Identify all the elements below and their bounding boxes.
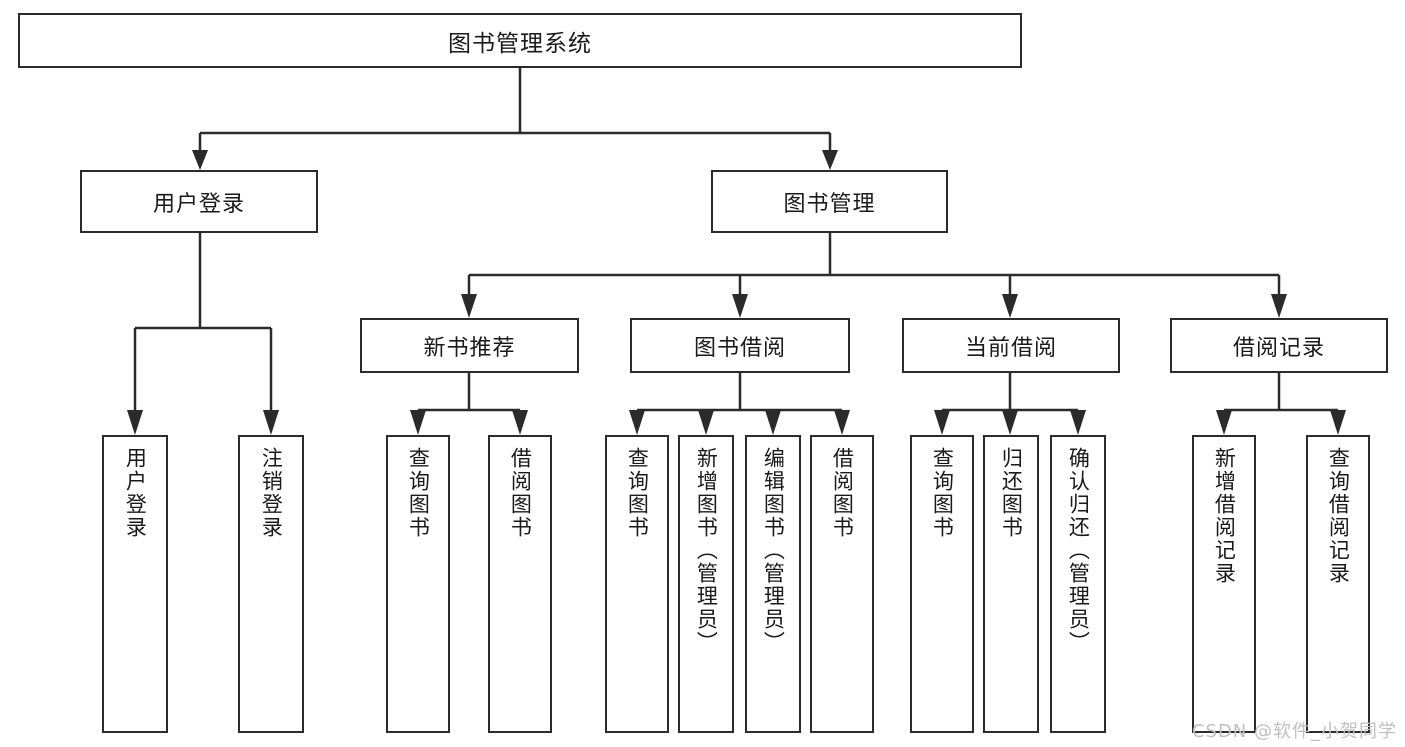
leaf-borrow-record-add[interactable]: 新增借阅记录 bbox=[1192, 435, 1256, 733]
arrow-current-borrow bbox=[1002, 294, 1018, 318]
leaf-user-login-logout[interactable]: 注销登录 bbox=[238, 435, 304, 733]
arrow-book-manage bbox=[822, 150, 838, 170]
leaf-user-login-login[interactable]: 用户登录 bbox=[102, 435, 168, 733]
leaf-label: 查询借阅记录 bbox=[1326, 447, 1351, 585]
leaf-label: 新增借阅记录 bbox=[1212, 447, 1237, 585]
arrow-current-borrow-leaf3 bbox=[1070, 410, 1086, 435]
leaf-current-borrow-return[interactable]: 归还图书 bbox=[983, 435, 1039, 733]
leaf-label: 查询图书 bbox=[406, 447, 431, 539]
arrow-book-borrow-leaf2 bbox=[698, 410, 714, 435]
leaf-new-book-query[interactable]: 查询图书 bbox=[386, 435, 450, 733]
node-book-manage-label: 图书管理 bbox=[783, 191, 876, 217]
node-book-manage[interactable]: 图书管理 bbox=[711, 170, 948, 233]
node-root[interactable]: 图书管理系统 bbox=[18, 13, 1022, 68]
node-new-book-recommend-label: 新书推荐 bbox=[423, 335, 516, 361]
leaf-label: 借阅图书 bbox=[830, 447, 855, 539]
arrow-user-login-leaf2 bbox=[263, 410, 279, 435]
node-book-borrow-label: 图书借阅 bbox=[693, 335, 786, 361]
leaf-book-borrow-add[interactable]: 新增图书（管理员） bbox=[678, 435, 734, 733]
arrow-borrow-record bbox=[1271, 294, 1287, 318]
arrow-borrow-record-leaf2 bbox=[1330, 410, 1346, 435]
arrow-new-book-leaf2 bbox=[512, 410, 528, 435]
node-user-login-label: 用户登录 bbox=[152, 191, 245, 217]
leaf-label: 借阅图书 bbox=[508, 447, 533, 539]
arrow-book-borrow bbox=[732, 294, 748, 318]
arrow-book-borrow-leaf4 bbox=[834, 410, 850, 435]
leaf-book-borrow-query[interactable]: 查询图书 bbox=[605, 435, 669, 733]
leaf-label: 查询图书 bbox=[930, 447, 955, 539]
node-book-borrow[interactable]: 图书借阅 bbox=[630, 318, 850, 373]
arrow-borrow-record-leaf1 bbox=[1216, 410, 1232, 435]
leaf-book-borrow-borrow[interactable]: 借阅图书 bbox=[810, 435, 874, 733]
arrow-new-book-leaf1 bbox=[410, 410, 426, 435]
leaf-label: 查询图书 bbox=[625, 447, 650, 539]
arrow-new-book bbox=[461, 294, 477, 318]
node-new-book-recommend[interactable]: 新书推荐 bbox=[360, 318, 579, 373]
node-current-borrow-label: 当前借阅 bbox=[964, 335, 1057, 361]
leaf-label: 归还图书 bbox=[999, 447, 1024, 539]
arrow-current-borrow-leaf2 bbox=[1002, 410, 1018, 435]
arrow-current-borrow-leaf1 bbox=[934, 410, 950, 435]
node-root-label: 图书管理系统 bbox=[448, 30, 592, 57]
arrow-user-login bbox=[192, 150, 208, 170]
node-user-login[interactable]: 用户登录 bbox=[80, 170, 318, 233]
node-borrow-record-label: 借阅记录 bbox=[1232, 335, 1325, 361]
arrow-book-borrow-leaf1 bbox=[629, 410, 645, 435]
leaf-label: 编辑图书（管理员） bbox=[761, 447, 786, 654]
arrow-user-login-leaf1 bbox=[127, 410, 143, 435]
leaf-borrow-record-query[interactable]: 查询借阅记录 bbox=[1306, 435, 1370, 733]
leaf-label: 确认归还（管理员） bbox=[1066, 447, 1091, 654]
node-borrow-record[interactable]: 借阅记录 bbox=[1170, 318, 1388, 373]
leaf-current-borrow-query[interactable]: 查询图书 bbox=[910, 435, 974, 733]
leaf-book-borrow-edit[interactable]: 编辑图书（管理员） bbox=[745, 435, 801, 733]
leaf-new-book-borrow[interactable]: 借阅图书 bbox=[488, 435, 552, 733]
leaf-current-borrow-confirm[interactable]: 确认归还（管理员） bbox=[1050, 435, 1106, 733]
arrow-book-borrow-leaf3 bbox=[765, 410, 781, 435]
leaf-label: 新增图书（管理员） bbox=[694, 447, 719, 654]
leaf-label: 注销登录 bbox=[259, 447, 284, 539]
node-current-borrow[interactable]: 当前借阅 bbox=[902, 318, 1120, 373]
leaf-label: 用户登录 bbox=[123, 447, 148, 539]
